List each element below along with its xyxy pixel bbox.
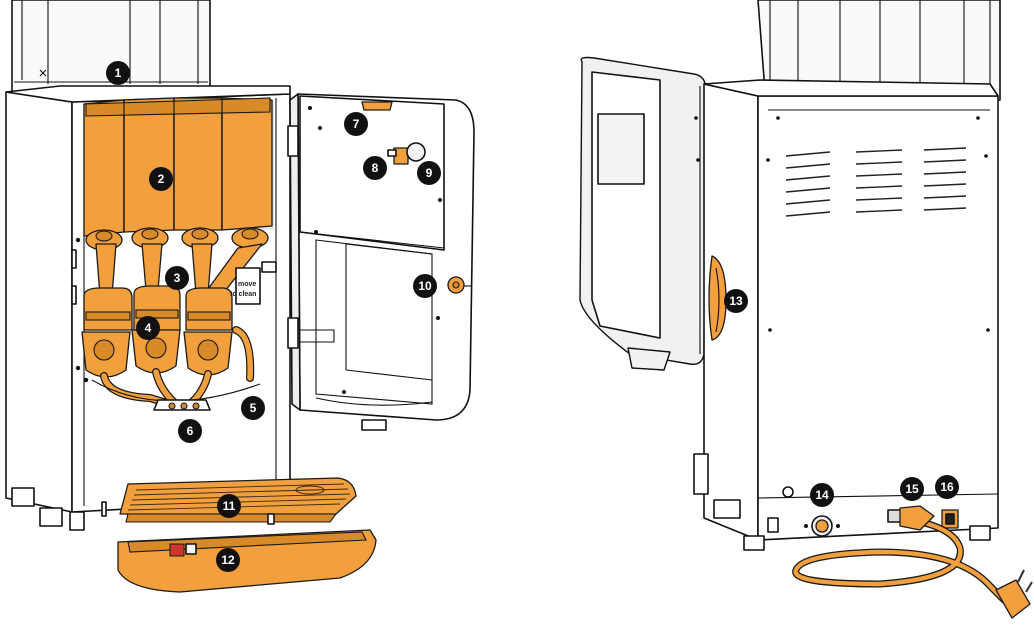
svg-text:15: 15 (905, 482, 919, 496)
svg-text:8: 8 (372, 161, 379, 175)
svg-text:12: 12 (221, 553, 235, 567)
callout-14: 14 (810, 483, 834, 507)
callout-7: 7 (344, 112, 368, 136)
svg-text:2: 2 (158, 172, 165, 186)
rear-cabinet-body (693, 79, 999, 551)
svg-text:7: 7 (353, 117, 360, 131)
ingredient-canisters (83, 97, 273, 251)
callout-6: 6 (178, 419, 202, 443)
callout-4: 4 (136, 316, 160, 340)
svg-text:4: 4 (145, 321, 152, 335)
rear-vents (785, 147, 967, 217)
dispensing-head (91, 379, 261, 411)
callout-9: 9 (417, 161, 441, 185)
callout-5: 5 (241, 396, 265, 420)
svg-text:10: 10 (418, 279, 432, 293)
svg-text:9: 9 (426, 166, 433, 180)
callout-3: 3 (165, 266, 189, 290)
front-door-open (287, 93, 475, 431)
callout-10: 10 (413, 274, 437, 298)
move-to-clean-sticker: move to clean (230, 261, 277, 305)
svg-text:16: 16 (940, 480, 954, 494)
callout-markers: 1 2 3 4 5 6 7 8 9 10 11 12 13 14 15 16 (106, 61, 959, 572)
svg-text:13: 13 (729, 294, 743, 308)
callout-8: 8 (363, 156, 387, 180)
svg-text:11: 11 (223, 499, 236, 513)
callout-15: 15 (900, 477, 924, 501)
power-cord (792, 505, 1033, 619)
mixing-bowls (81, 243, 263, 408)
drip-tray (117, 529, 377, 593)
svg-text:3: 3 (174, 271, 181, 285)
svg-text:5: 5 (250, 401, 257, 415)
callout-2: 2 (149, 167, 173, 191)
svg-text:14: 14 (815, 488, 829, 502)
rear-view-machine (579, 0, 1033, 619)
callout-16: 16 (935, 475, 959, 499)
svg-text:6: 6 (187, 424, 194, 438)
detached-door-panel (579, 56, 707, 371)
callout-12: 12 (216, 548, 240, 572)
rear-hopper-lid (757, 0, 1001, 105)
drip-tray-grill (119, 477, 357, 525)
front-view-machine: move to clean (5, 0, 475, 593)
callout-13: 13 (724, 289, 748, 313)
svg-text:1: 1 (115, 66, 122, 80)
callout-1: 1 (106, 61, 130, 85)
callout-11: 11 (217, 494, 241, 518)
sticker-line-1: move (238, 281, 256, 288)
sticker-line-2: to clean (230, 291, 256, 298)
